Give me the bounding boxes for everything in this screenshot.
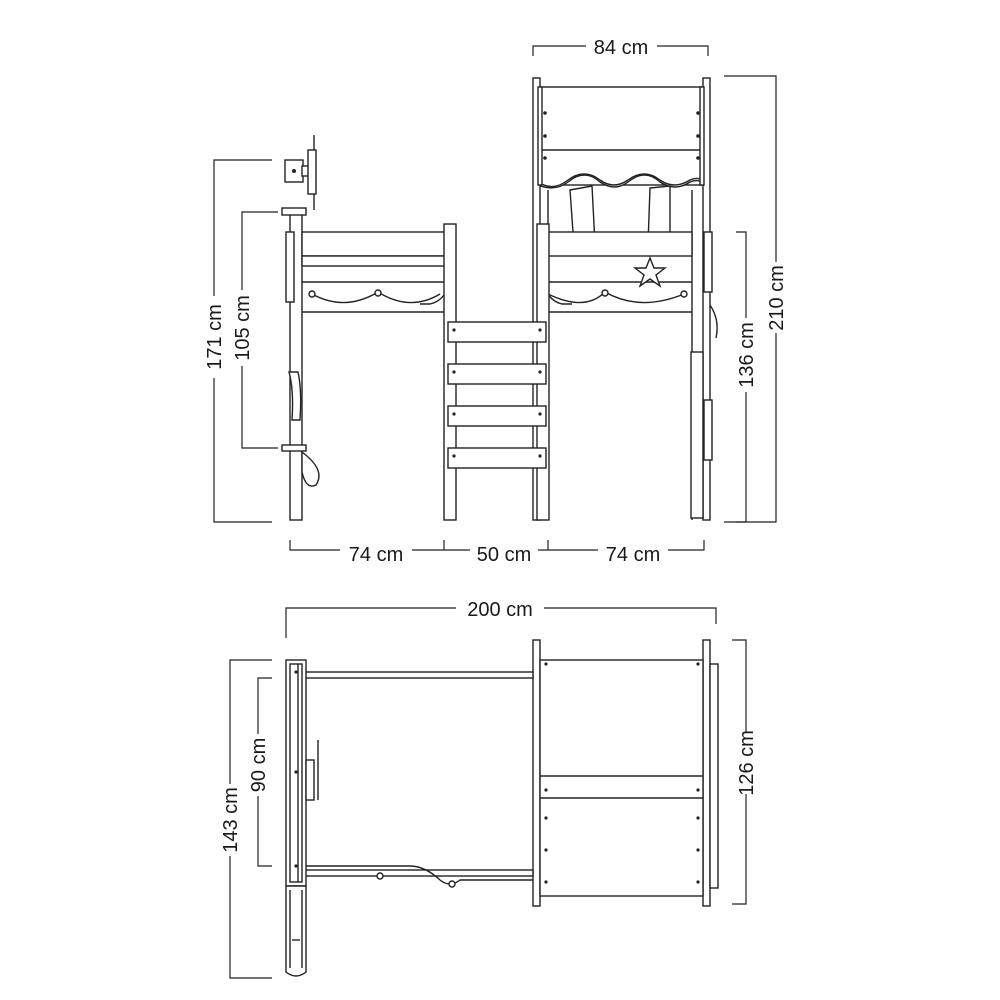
star-decoration	[632, 256, 668, 288]
left-post	[281, 135, 320, 521]
front-right-height-label: 136 cm	[736, 322, 758, 388]
front-left-height-label: 171 cm	[204, 304, 226, 370]
top-rails	[303, 671, 534, 888]
front-span-right-label: 74 cm	[606, 544, 660, 566]
left-end	[285, 659, 319, 977]
tower-roof	[537, 86, 705, 247]
top-total-length-label: 200 cm	[467, 599, 533, 621]
top-view: 200 cm 126 cm 143 cm 90 cm	[220, 599, 758, 979]
right-beams	[538, 231, 693, 313]
top-right-depth-label: 126 cm	[736, 730, 758, 796]
left-beams	[301, 231, 454, 313]
front-view: 84 cm 210 cm 136 cm 171 cm 105 cm 74 cm …	[204, 37, 788, 566]
top-dimension-lines	[229, 607, 747, 979]
front-total-height-label: 210 cm	[766, 265, 788, 331]
front-dimension-lines	[213, 45, 777, 551]
ladder	[443, 223, 550, 521]
top-left-depth-label: 143 cm	[220, 787, 242, 853]
front-width-label: 84 cm	[594, 37, 648, 59]
front-left-inner-height-label: 105 cm	[232, 295, 254, 361]
front-span-left-label: 74 cm	[349, 544, 403, 566]
front-span-middle-label: 50 cm	[477, 544, 531, 566]
tower-deck	[532, 639, 719, 907]
top-left-inner-depth-label: 90 cm	[248, 738, 270, 792]
